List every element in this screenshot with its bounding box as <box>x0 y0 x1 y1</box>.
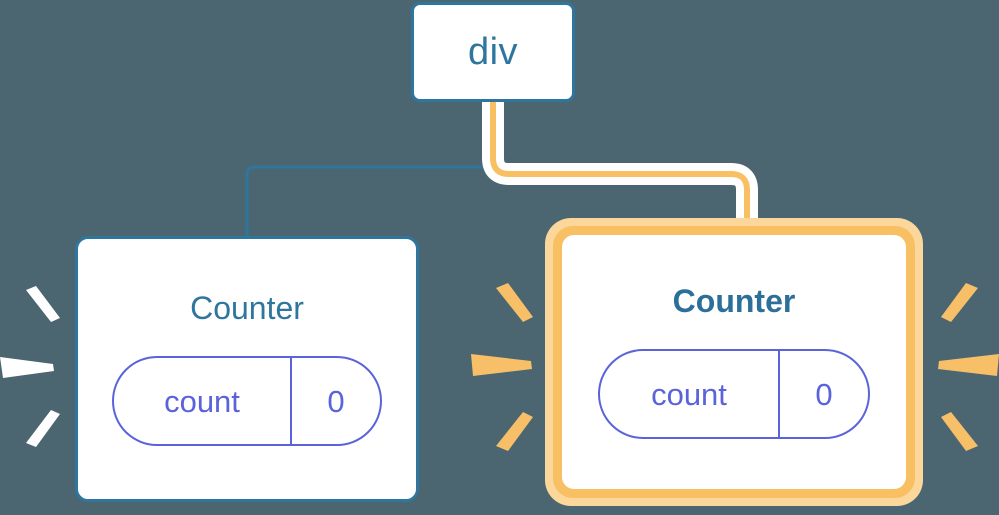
prop-pill-counter-right: count 0 <box>598 349 870 439</box>
spark-ray-orange-right-top <box>941 283 978 322</box>
spark-group-counter-left <box>0 286 60 447</box>
spark-ray-white-middle <box>0 357 54 378</box>
node-counter-right[interactable]: Counter count 0 <box>562 235 906 489</box>
prop-name-count: count <box>114 358 292 444</box>
node-counter-right-title: Counter <box>672 283 796 319</box>
spark-ray-orange-left-middle <box>471 354 532 376</box>
spark-ray-orange-right-bottom <box>941 412 978 451</box>
spark-ray-orange-left-bottom <box>496 412 533 451</box>
prop-value-count: 0 <box>815 376 833 412</box>
node-counter-right-ring: Counter count 0 <box>553 226 915 498</box>
spark-ray-orange-right-middle <box>938 354 999 376</box>
edge-div-to-counter-left <box>245 102 495 236</box>
node-div-label: div <box>467 31 519 73</box>
spark-ray-orange-left-top <box>496 283 533 322</box>
prop-name-count: count <box>600 351 780 437</box>
edge-div-to-counter-right <box>490 102 750 218</box>
spark-ray-white-top <box>26 286 60 322</box>
prop-value-count: 0 <box>327 383 345 419</box>
node-counter-left-title: Counter <box>190 290 304 326</box>
edge-div-to-counter-right-halo <box>482 102 758 218</box>
prop-pill-counter-left: count 0 <box>112 356 382 446</box>
node-counter-right-highlight: Counter count 0 <box>545 218 923 506</box>
spark-ray-white-bottom <box>26 410 60 447</box>
node-div[interactable]: div <box>411 2 575 102</box>
node-counter-left[interactable]: Counter count 0 <box>75 236 419 502</box>
